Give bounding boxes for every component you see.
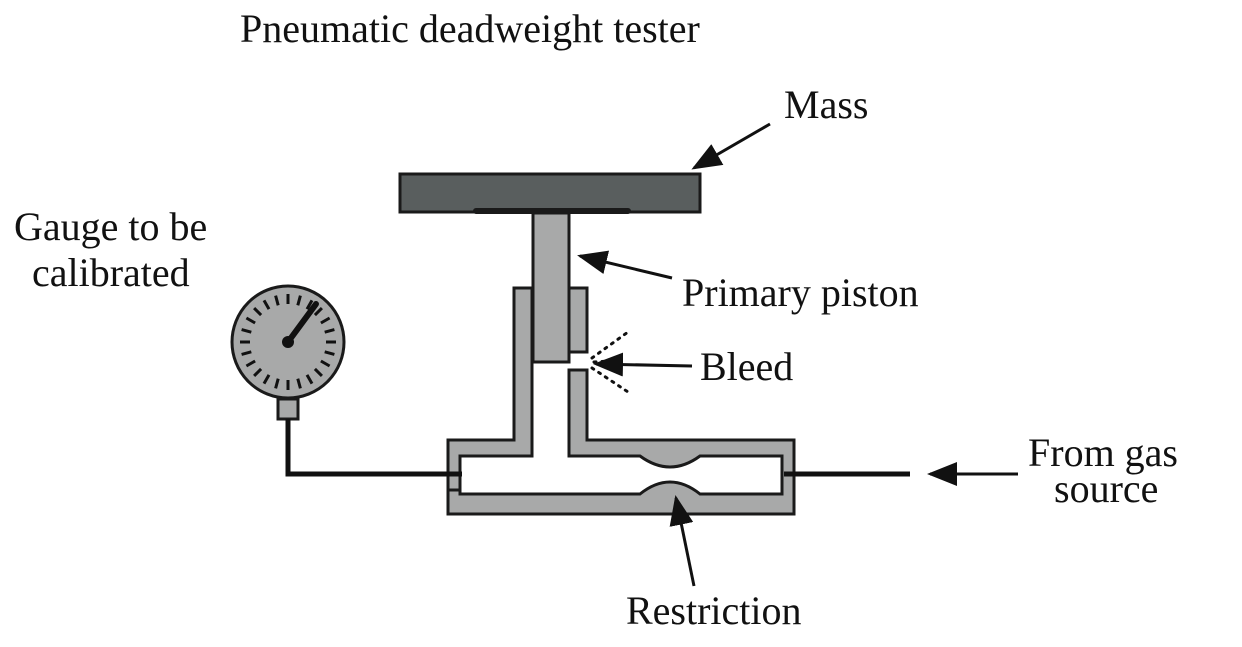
gauge-tick xyxy=(253,307,263,317)
gauge-tick xyxy=(296,295,302,306)
gauge-tick xyxy=(245,359,256,368)
gauge-tick xyxy=(324,328,335,334)
label-mass: Mass xyxy=(784,82,868,127)
label-gauge-line2: calibrated xyxy=(32,250,190,295)
gauge-tick xyxy=(324,350,335,356)
gauge-tick xyxy=(253,367,263,377)
gauge-ticks xyxy=(240,294,336,390)
gauge-tick xyxy=(245,316,256,325)
label-bleed: Bleed xyxy=(700,344,793,389)
arrow-primary-piston xyxy=(577,250,673,280)
gauge-tick xyxy=(320,359,331,368)
gauge-hub xyxy=(282,336,294,348)
mass-block xyxy=(398,172,702,214)
cylinder-right-wall-upper xyxy=(567,286,589,354)
arrow-mass xyxy=(691,122,771,170)
gauge-tick xyxy=(241,328,252,334)
gauge-tick xyxy=(274,295,280,306)
label-restriction: Restriction xyxy=(626,588,802,633)
label-gas-line1: From gas xyxy=(1028,430,1178,475)
pressure-gauge xyxy=(230,284,346,421)
primary-piston xyxy=(531,211,571,364)
gauge-tick xyxy=(320,316,331,325)
gauge-supply-line xyxy=(285,419,462,477)
arrow-bleed xyxy=(593,352,693,377)
gauge-stem xyxy=(276,397,300,421)
label-gas-line2: source xyxy=(1054,466,1158,511)
gauge-tick xyxy=(305,299,314,310)
gauge-tick xyxy=(262,374,271,385)
label-primary-piston: Primary piston xyxy=(682,270,919,315)
gauge-needle xyxy=(285,301,319,345)
bleed-spray xyxy=(590,330,630,394)
gauge-tick xyxy=(313,367,323,377)
gauge-tick xyxy=(274,378,280,389)
gauge-tick xyxy=(262,299,271,310)
cylinder-right-wall-lower xyxy=(446,368,796,516)
gauge-tick xyxy=(313,307,323,317)
diagram-title: Pneumatic deadweight tester xyxy=(240,6,700,51)
arrow-restriction xyxy=(669,495,696,587)
label-gauge-line1: Gauge to be xyxy=(14,204,207,249)
gauge-tick xyxy=(305,374,314,385)
cylinder-left-wall xyxy=(446,286,534,492)
gauge-tick xyxy=(296,378,302,389)
gauge-tick xyxy=(241,350,252,356)
